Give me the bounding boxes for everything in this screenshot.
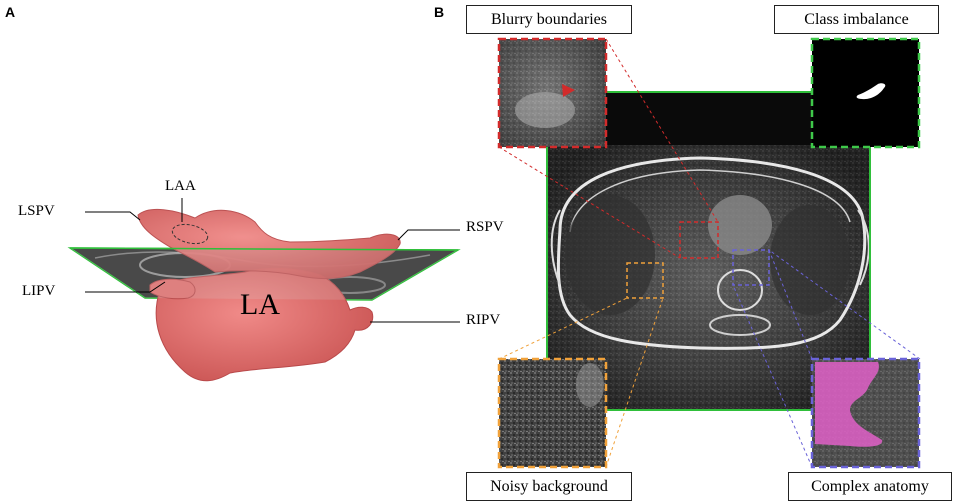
label-lspv: LSPV	[18, 203, 55, 219]
label-ripv: RIPV	[466, 312, 501, 328]
roi-noisy	[626, 262, 664, 299]
segmentation-overlay	[815, 362, 883, 447]
zoom-blurry	[497, 37, 608, 149]
red-arrow-marker	[562, 84, 575, 97]
panel-label-b: B	[434, 4, 445, 20]
callout-complex-anatomy: Complex anatomy	[788, 472, 952, 501]
callout-noisy-background: Noisy background	[466, 472, 632, 501]
ct-figure	[497, 37, 921, 469]
roi-complex	[732, 249, 770, 286]
left-atrium-body	[155, 267, 374, 382]
thorax-outline	[556, 156, 867, 350]
label-lipv: LIPV	[22, 283, 56, 299]
upper-vessels	[137, 208, 401, 280]
label-rspv: RSPV	[466, 219, 504, 235]
atrium-illustration	[67, 198, 461, 382]
callout-class-imbalance: Class imbalance	[774, 5, 939, 34]
zoom-complex	[810, 357, 921, 469]
zoom-imbalance	[810, 37, 921, 149]
mask-blob	[856, 83, 886, 100]
panel-label-a: A	[5, 4, 16, 20]
callout-blurry-boundaries: Blurry boundaries	[466, 5, 632, 34]
zoom-noisy	[497, 357, 608, 469]
label-la: LA	[240, 288, 280, 321]
roi-blurry	[679, 221, 719, 259]
label-laa: LAA	[165, 178, 196, 194]
